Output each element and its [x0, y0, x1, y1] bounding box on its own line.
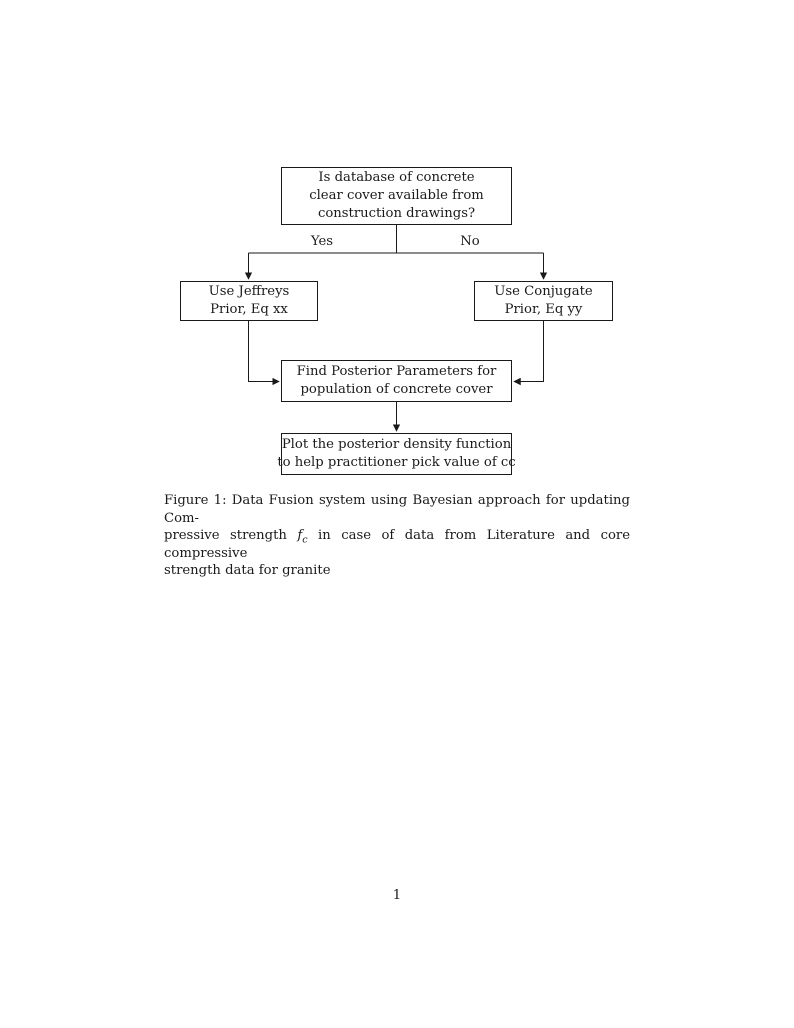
node-text-line: population of concrete cover: [300, 382, 493, 397]
flowchart-node-decision: Is database of concrete clear cover avai…: [281, 167, 512, 225]
caption-line-3: strength data for granite: [164, 563, 331, 578]
node-text-line: construction drawings?: [317, 206, 476, 221]
node-text-line: Use Conjugate: [494, 284, 593, 299]
node-text-line: Use Jeffreys: [208, 284, 290, 299]
caption-text: pressive strength: [164, 528, 287, 543]
math-subscript-c: c: [302, 534, 308, 546]
caption-line-2: pressive strength fc in case of data fro…: [164, 527, 630, 562]
flowchart-node-plot-density: Plot the posterior density function to h…: [277, 433, 516, 475]
flowchart-node-jeffreys-prior: Use Jeffreys Prior, Eq xx: [180, 281, 318, 321]
caption-line-1: Figure 1: Data Fusion system using Bayes…: [164, 493, 630, 526]
node-text-line: Prior, Eq xx: [210, 302, 288, 317]
node-text-line: Is database of concrete: [318, 170, 475, 185]
page-number: 1: [392, 888, 402, 903]
math-variable-fc: f: [297, 528, 303, 543]
node-text-line: Prior, Eq yy: [504, 302, 583, 317]
branch-label-yes: Yes: [310, 234, 334, 249]
flowchart-node-conjugate-prior: Use Conjugate Prior, Eq yy: [474, 281, 613, 321]
caption-text: in case of data from Literature and core…: [164, 528, 630, 561]
node-text-line: Plot the posterior density function: [281, 437, 512, 452]
flowchart-node-posterior-parameters: Find Posterior Parameters for population…: [281, 360, 512, 402]
node-text-line: Find Posterior Parameters for: [296, 364, 497, 379]
branch-label-no: No: [460, 234, 480, 249]
figure-caption: Figure 1: Data Fusion system using Bayes…: [164, 492, 630, 580]
node-text-line: clear cover available from: [309, 188, 484, 203]
node-text-line: to help practitioner pick value of cc: [277, 455, 516, 470]
